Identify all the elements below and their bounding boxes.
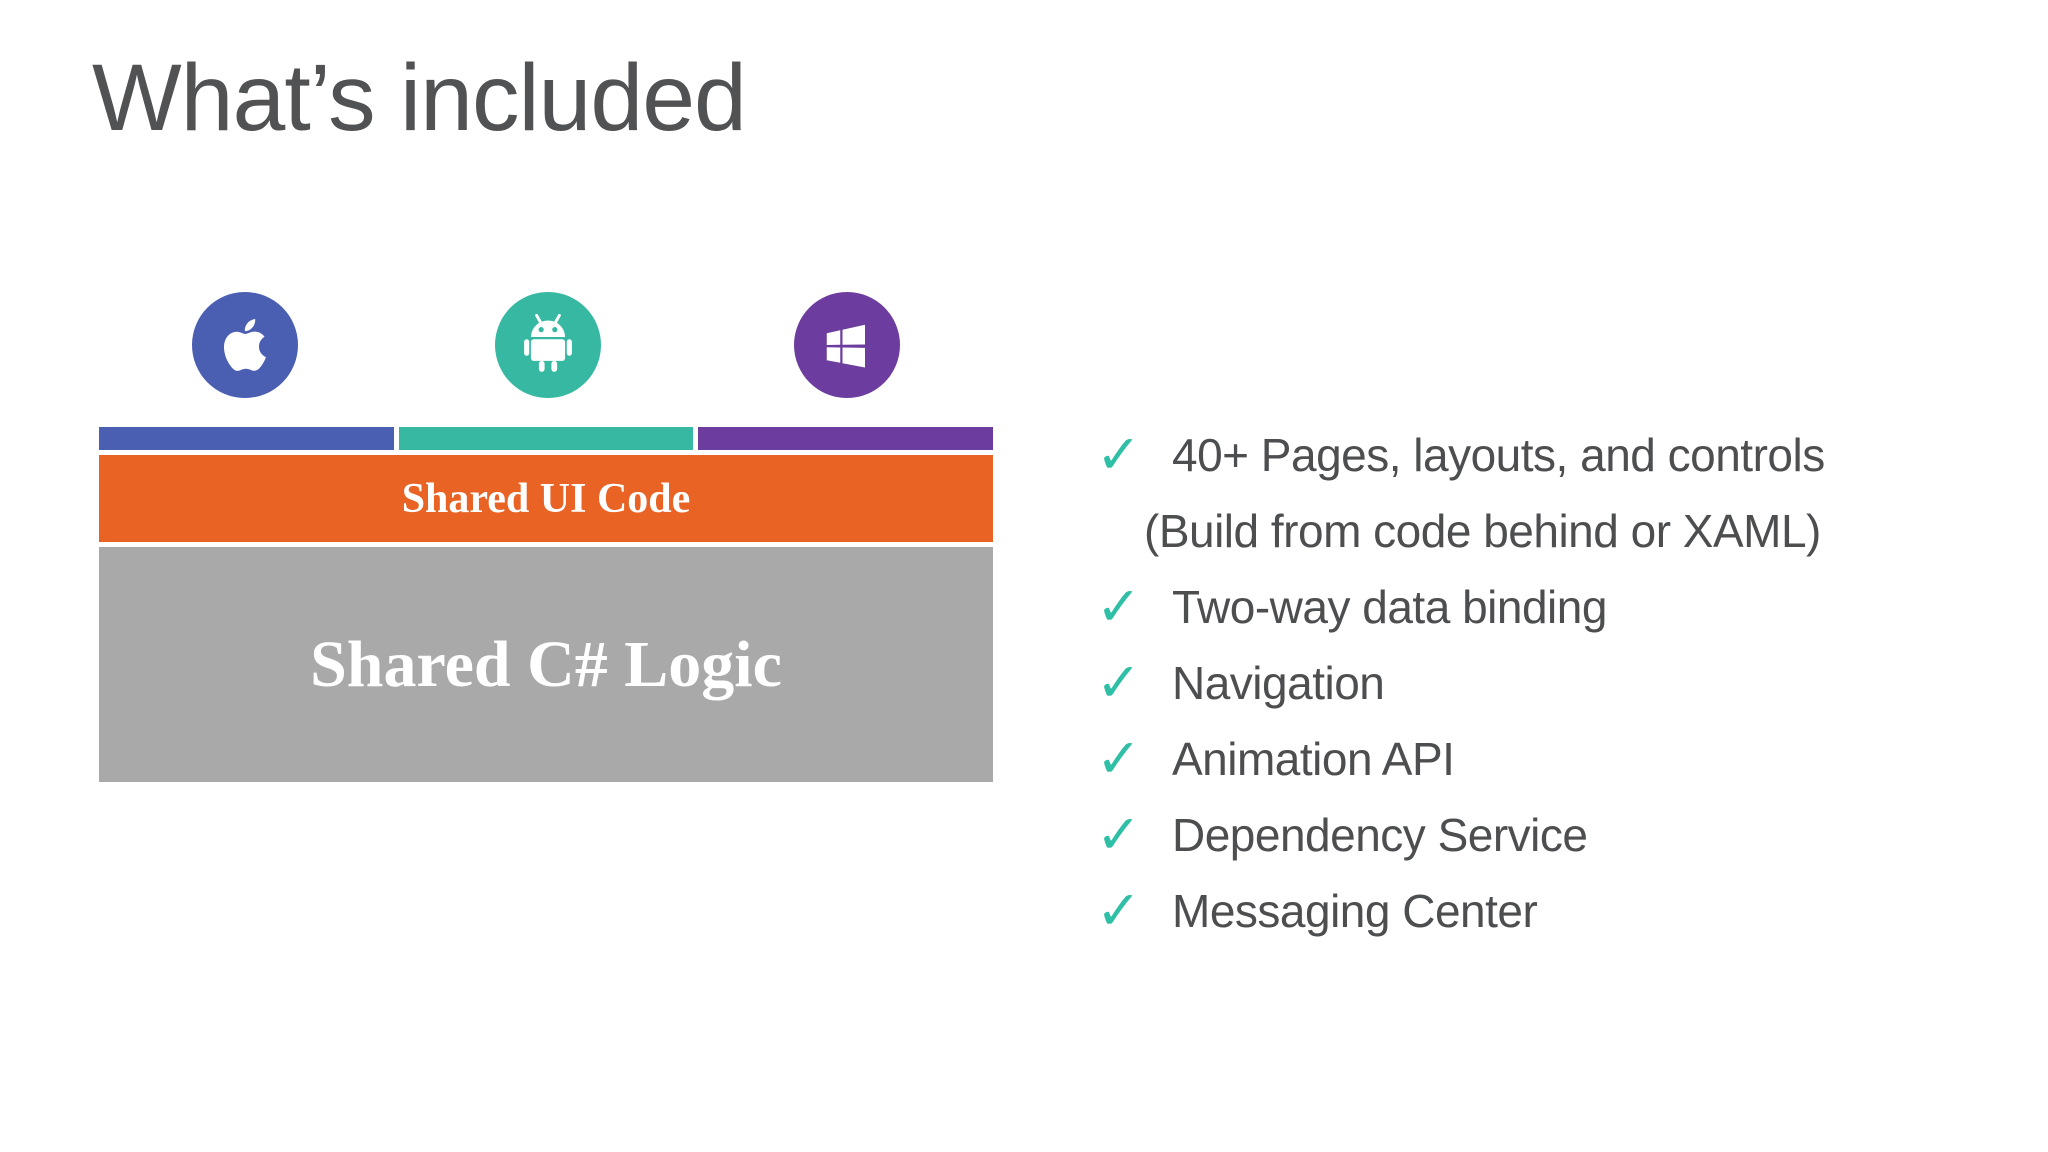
- checklist-item-continuation: (Build from code behind or XAML): [1096, 493, 2026, 569]
- checklist-item-text: Two-way data binding: [1172, 581, 1607, 633]
- checklist-item-subtext: (Build from code behind or XAML): [1144, 505, 1821, 557]
- checklist-item: ✓ Messaging Center: [1096, 873, 2026, 949]
- checklist-item: ✓ Two-way data binding: [1096, 569, 2026, 645]
- slide-title: What’s included: [92, 45, 747, 151]
- check-icon: ✓: [1096, 803, 1142, 866]
- shared-csharp-logic-box: Shared C# Logic: [99, 547, 993, 782]
- check-icon: ✓: [1096, 727, 1142, 790]
- checklist-item: ✓ Animation API: [1096, 721, 2026, 797]
- shared-ui-code-label: Shared UI Code: [401, 475, 691, 522]
- check-icon: ✓: [1096, 423, 1142, 486]
- architecture-diagram: Shared UI Code Shared C# Logic: [99, 292, 993, 782]
- checklist-item: ✓ Dependency Service: [1096, 797, 2026, 873]
- windows-icon: [820, 318, 874, 372]
- features-checklist: ✓ 40+ Pages, layouts, and controls (Buil…: [1096, 417, 2026, 949]
- ios-platform-bar: [99, 427, 394, 450]
- ios-platform-circle: [192, 292, 298, 398]
- android-platform-circle: [495, 292, 601, 398]
- checklist-item-text: 40+ Pages, layouts, and controls: [1172, 429, 1825, 481]
- checklist-item-text: Messaging Center: [1172, 885, 1538, 937]
- checklist-item: ✓ 40+ Pages, layouts, and controls: [1096, 417, 2026, 493]
- apple-icon: [214, 314, 276, 376]
- windows-platform-bar: [698, 427, 993, 450]
- checklist-item: ✓ Navigation: [1096, 645, 2026, 721]
- shared-ui-code-box: Shared UI Code: [99, 455, 993, 542]
- check-icon: ✓: [1096, 575, 1142, 638]
- android-icon: [520, 312, 576, 378]
- check-icon: ✓: [1096, 879, 1142, 942]
- check-icon: ✓: [1096, 651, 1142, 714]
- checklist-item-text: Dependency Service: [1172, 809, 1588, 861]
- checklist-item-text: Navigation: [1172, 657, 1385, 709]
- android-platform-bar: [399, 427, 693, 450]
- windows-platform-circle: [794, 292, 900, 398]
- checklist-item-text: Animation API: [1172, 733, 1455, 785]
- shared-csharp-logic-label: Shared C# Logic: [310, 627, 782, 701]
